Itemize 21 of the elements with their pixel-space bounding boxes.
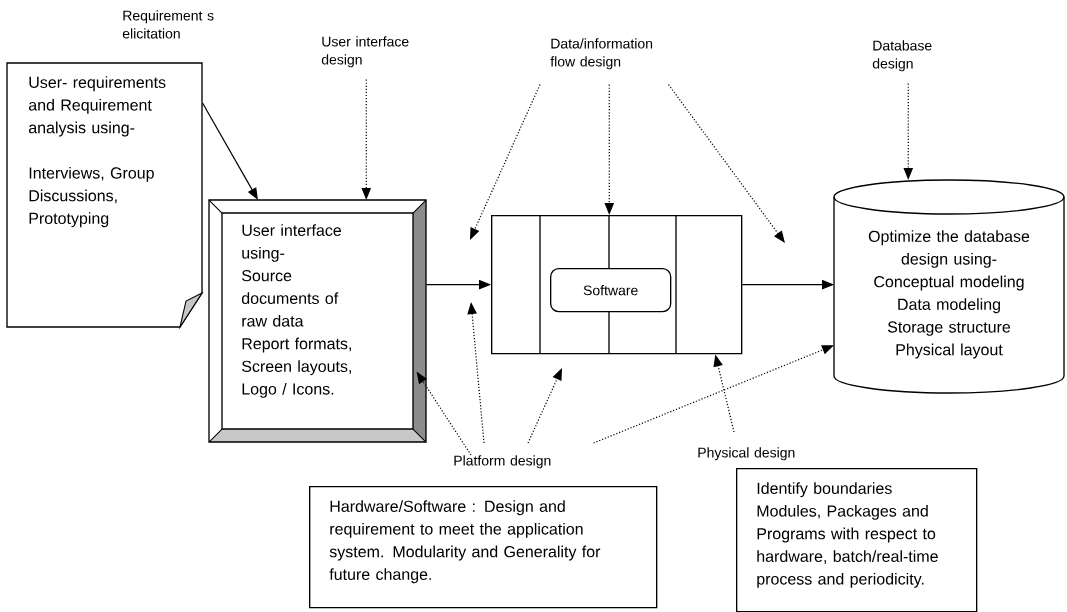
node-label: Optimize the database design using- — [868, 230, 1030, 268]
arrow — [592, 345, 834, 444]
node-label: Conceptual modeling — [874, 275, 1024, 291]
arrow — [201, 102, 258, 200]
heading-label: Requirement s elicitation — [122, 10, 214, 39]
annotation-label: User interface design — [321, 36, 409, 68]
node-label: Storage structure — [887, 321, 1011, 336]
annotation-label: Database design — [872, 40, 932, 72]
annotation-label: Physical design — [698, 447, 795, 461]
annotation-label: Platform design — [454, 455, 551, 469]
text-box: Hardware/Software : Design and requirement to meet the application system. Modularity and Generality for future change. — [309, 486, 658, 609]
annotation-label: Data/information flow design — [550, 38, 653, 70]
node-label: Physical layout — [896, 343, 1003, 359]
arrow — [527, 368, 562, 444]
database-cylinder: Optimize the database design using- Conceptual modeling Data modeling Storage structure Physical layout — [833, 179, 1065, 394]
node-label: Data modeling — [898, 298, 1000, 314]
rounded-box: Software — [550, 268, 672, 313]
text-box: Identify boundaries Modules, Packages and Programs with respect to hardware, batch/real-time process and periodicity. — [736, 468, 978, 612]
beveled-box: User interface using- Source documents of raw data Report formats, Screen layouts, Logo / Icons. — [208, 199, 427, 443]
arrow — [667, 84, 785, 243]
arrow — [470, 84, 541, 240]
